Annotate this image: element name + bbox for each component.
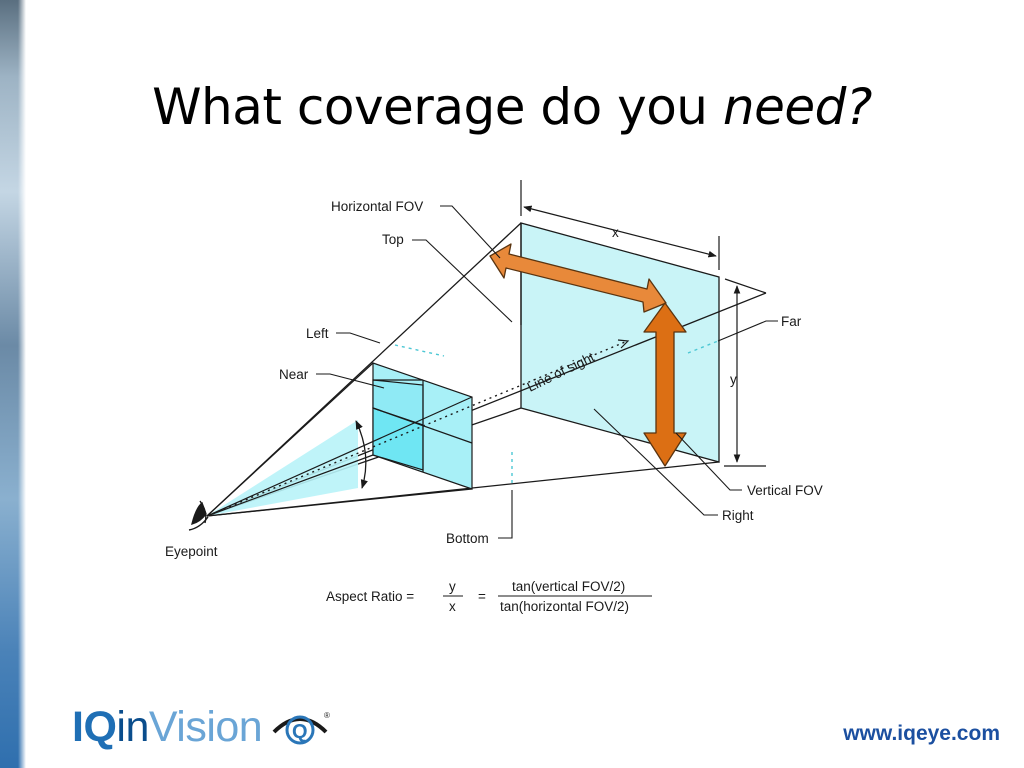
top-label: Top — [382, 232, 404, 247]
right-label: Right — [722, 508, 754, 523]
title-main: What coverage do you — [152, 78, 723, 136]
formula-numerator: tan(vertical FOV/2) — [512, 579, 625, 594]
horizontal-fov-arrow — [489, 243, 667, 313]
formula-equals: = — [478, 589, 486, 604]
horizontal-fov-label: Horizontal FOV — [331, 199, 423, 214]
leader-lines — [316, 205, 778, 539]
aspect-ratio-formula: Aspect Ratio = y x = tan(vertical FOV/2)… — [326, 579, 652, 614]
far-plane — [520, 222, 720, 463]
near-plane — [372, 362, 473, 490]
far-label: Far — [781, 314, 802, 329]
near-wedge — [207, 420, 358, 516]
formula-y: y — [449, 579, 456, 594]
vertical-fov-label: Vertical FOV — [747, 483, 823, 498]
logo-registered: ® — [324, 711, 330, 720]
formula-prefix: Aspect Ratio = — [326, 589, 414, 604]
logo-eye-icon: Q ® — [272, 711, 330, 745]
logo-vision: Vision — [148, 703, 263, 751]
vertical-fov-arc — [355, 420, 368, 489]
website-url: www.iqeye.com — [843, 722, 1000, 745]
title-emphasis: need? — [722, 78, 873, 136]
logo-mark: Q — [292, 721, 308, 743]
bottom-label: Bottom — [446, 531, 489, 546]
x-label: x — [612, 225, 619, 240]
logo-box — [40, 696, 345, 764]
logo-in: in — [116, 703, 149, 751]
near-label: Near — [279, 367, 309, 382]
slide-title: What coverage do you need? — [0, 78, 1024, 136]
near-wedge-edges — [206, 362, 473, 517]
left-gradient-stripe — [0, 0, 26, 768]
y-dimension — [724, 278, 767, 467]
eye-icon — [188, 500, 209, 531]
x-dimension — [520, 180, 720, 270]
iqinvision-logo: IQinVision — [72, 702, 263, 752]
formula-denominator: tan(horizontal FOV/2) — [500, 599, 629, 614]
formula-x: x — [449, 599, 456, 614]
eyepoint-label: Eyepoint — [165, 544, 218, 559]
left-label: Left — [306, 326, 329, 341]
y-label: y — [730, 372, 737, 387]
vertical-fov-arrow — [643, 302, 687, 467]
logo-iq: IQ — [72, 703, 117, 751]
